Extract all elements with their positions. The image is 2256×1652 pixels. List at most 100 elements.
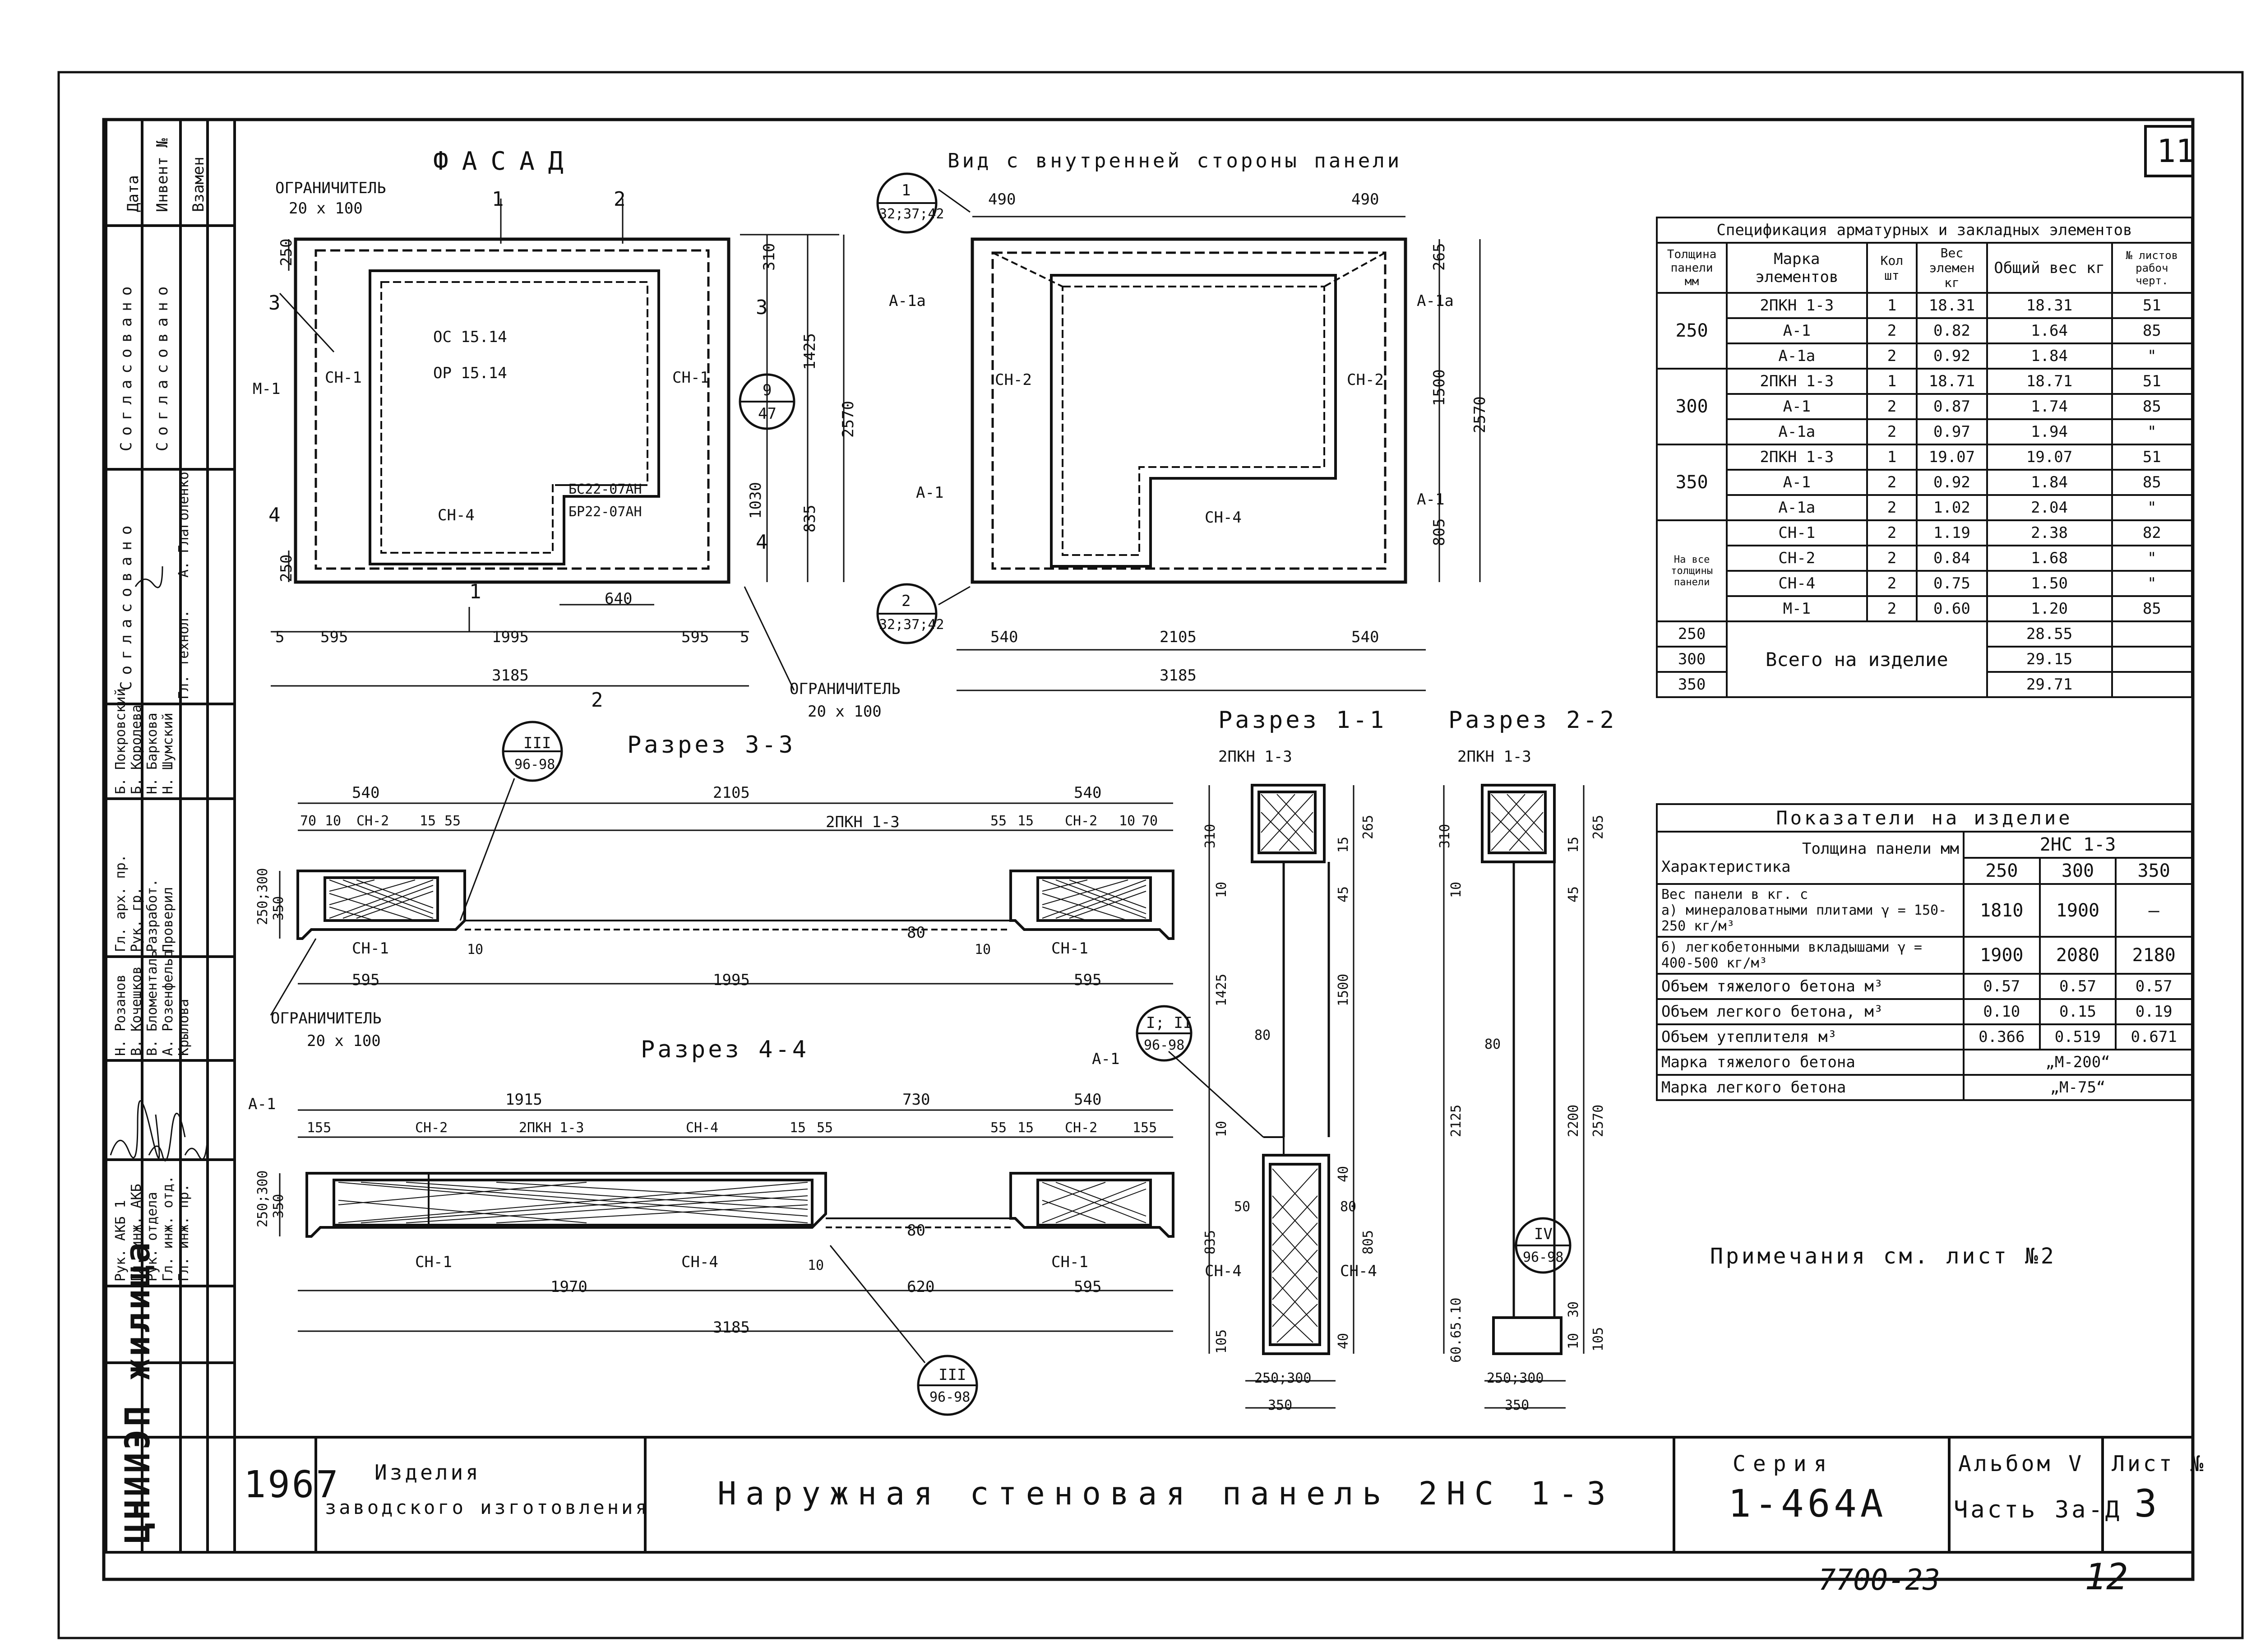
- strip-role-2: Гл. инж. АКБ: [129, 1184, 144, 1282]
- inner-dim-805: 805: [1430, 518, 1448, 546]
- spec-cell: 2.04: [1986, 494, 2113, 521]
- facade-dim-250-bot: 250: [277, 554, 296, 582]
- s33-sn2-a: СН-2: [356, 813, 389, 829]
- spec-cell: 0.92: [1916, 342, 1988, 370]
- spec-cell: 2: [1866, 595, 1918, 622]
- section-22-drawing: [1443, 784, 1585, 1409]
- spec-head-qty: Кол шт: [1866, 242, 1918, 294]
- facade-limiter-size: 20 x 100: [289, 199, 363, 217]
- s22-dim-2570: 2570: [1590, 1104, 1606, 1137]
- s22-dim-30: 30: [1566, 1301, 1581, 1318]
- indicators-cell: 0.19: [2115, 998, 2193, 1025]
- spec-cell: 0.60: [1916, 595, 1988, 622]
- indicators-row-a-label: а) минераловатными плитами γ = 150-250 к…: [1661, 902, 1947, 934]
- spec-cell: А-1: [1726, 469, 1868, 496]
- strip-name-5: Б. Покровский: [113, 688, 129, 794]
- inner-a1-left: А-1: [916, 484, 944, 502]
- spec-cell: 1.20: [1986, 595, 2113, 622]
- title-series: 1-464А: [1728, 1481, 1887, 1526]
- strip-role-9: Гл. инж. пр.: [176, 1184, 192, 1282]
- indicators-col-head-1: Толщина панели мм: [1802, 840, 1959, 858]
- spec-total-label: Всего на изделие: [1726, 620, 1988, 698]
- indicators-cell: 1900: [1963, 936, 2041, 975]
- s33-sn2-b: СН-2: [1065, 813, 1098, 829]
- s44-callout-III: III: [938, 1366, 966, 1384]
- s44-sn2-b: СН-2: [1065, 1120, 1098, 1136]
- title-product-1: Изделия: [374, 1460, 481, 1485]
- facade-sn1-right: СН-1: [672, 369, 709, 387]
- facade-dim-250-top: 250: [277, 238, 296, 266]
- spec-cell: 18.71: [1986, 368, 2113, 395]
- spec-cell: 0.92: [1916, 469, 1988, 496]
- s33-sn1-b: СН-1: [1051, 939, 1088, 958]
- s44-dim-3185: 3185: [713, 1319, 750, 1337]
- section-11-drawing: [1136, 784, 1355, 1409]
- strip-role-4: Гл. инж. отд.: [160, 1175, 176, 1282]
- s11-callout-ref: 96-98: [1144, 1037, 1185, 1053]
- spec-cell: ": [2111, 545, 2193, 572]
- indicators-cell: 0.57: [1963, 973, 2041, 1000]
- section-11-title: Разрез 1-1: [1218, 707, 1387, 734]
- spec-cell: 1.84: [1986, 469, 2113, 496]
- spec-cell: СН-4: [1726, 570, 1868, 597]
- s44-callout-III-ref: 96-98: [929, 1389, 971, 1405]
- facade-section-mark-3b: 3: [756, 296, 771, 319]
- spec-head-mark: Марка элементов: [1726, 242, 1868, 294]
- facade-section-mark-1b: 1: [469, 580, 484, 603]
- s33-dim-70a: 70: [300, 813, 317, 829]
- indicators-cell: 2080: [2039, 936, 2117, 975]
- s11-dim-10b: 10: [1214, 1120, 1230, 1137]
- spec-cell: 85: [2111, 393, 2193, 420]
- facade-section-mark-1: 1: [492, 188, 507, 211]
- spec-cell: ": [2111, 570, 2193, 597]
- indicators-insul-label: Объем утеплителя м³: [1656, 1023, 1965, 1050]
- s11-dim-40a: 40: [1336, 1166, 1351, 1182]
- inner-a1a-left: А-1а: [889, 292, 926, 310]
- org-name: ЦНИИЭП жилища: [117, 1240, 157, 1543]
- facade-limiter-label-2: ОГРАНИЧИТЕЛЬ: [790, 680, 901, 698]
- inner-a1-right: А-1: [1417, 491, 1445, 509]
- title-sheet-label: Лист №: [2112, 1451, 2206, 1476]
- s33-thk: 250;300: [255, 868, 271, 925]
- inner-a1a-right: А-1а: [1417, 292, 1454, 310]
- strip-role-8: Проверил: [160, 887, 176, 953]
- s11-dim-835: 835: [1202, 1230, 1218, 1254]
- spec-cell: ": [2111, 342, 2193, 370]
- s33-thk2: 350: [271, 896, 287, 921]
- spec-cell: 2: [1866, 393, 1918, 420]
- s11-dim-50: 50: [1234, 1199, 1251, 1215]
- s22-thk2: 350: [1505, 1397, 1530, 1413]
- s44-sn1-a: СН-1: [415, 1253, 452, 1271]
- facade-section-mark-3: 3: [268, 292, 283, 315]
- spec-title: Спецификация арматурных и закладных элем…: [1656, 217, 2193, 244]
- indicators-cell: 0.519: [2039, 1023, 2117, 1050]
- facade-section-mark-4: 4: [268, 504, 283, 527]
- s22-dim-265: 265: [1590, 814, 1606, 839]
- s11-dim-40b: 40: [1336, 1333, 1351, 1349]
- s22-dim-2200: 2200: [1566, 1104, 1581, 1137]
- s11-dim-310: 310: [1202, 824, 1218, 848]
- indicators-heavy-label: Объем тяжелого бетона м³: [1656, 973, 1965, 1000]
- strip-name-2: В. Кочешков: [129, 966, 144, 1056]
- facade-dim-595a: 595: [320, 628, 348, 646]
- page-number: 12: [2085, 1556, 2128, 1598]
- s33-callout-III-ref: 96-98: [514, 757, 555, 773]
- facade-callout-9: 9: [763, 381, 772, 399]
- s11-dim-80a: 80: [1254, 1027, 1271, 1043]
- spec-total-value: 28.55: [1986, 620, 2113, 648]
- s22-thk: 250;300: [1487, 1370, 1544, 1386]
- strip-role-6: Рук. гр.: [129, 887, 144, 953]
- strip-agreed-2: Согласовано: [117, 519, 135, 690]
- facade-section-mark-4b: 4: [756, 531, 771, 554]
- spec-cell: 1.50: [1986, 570, 2113, 597]
- spec-cell: 1.84: [1986, 342, 2113, 370]
- s44-dim-15a: 15: [790, 1120, 806, 1136]
- spec-cell: 2.38: [1986, 519, 2113, 546]
- s44-dim-15b: 15: [1017, 1120, 1034, 1136]
- s22-dim-10b: 10: [1566, 1333, 1581, 1349]
- indicators-cell: 0.57: [2115, 973, 2193, 1000]
